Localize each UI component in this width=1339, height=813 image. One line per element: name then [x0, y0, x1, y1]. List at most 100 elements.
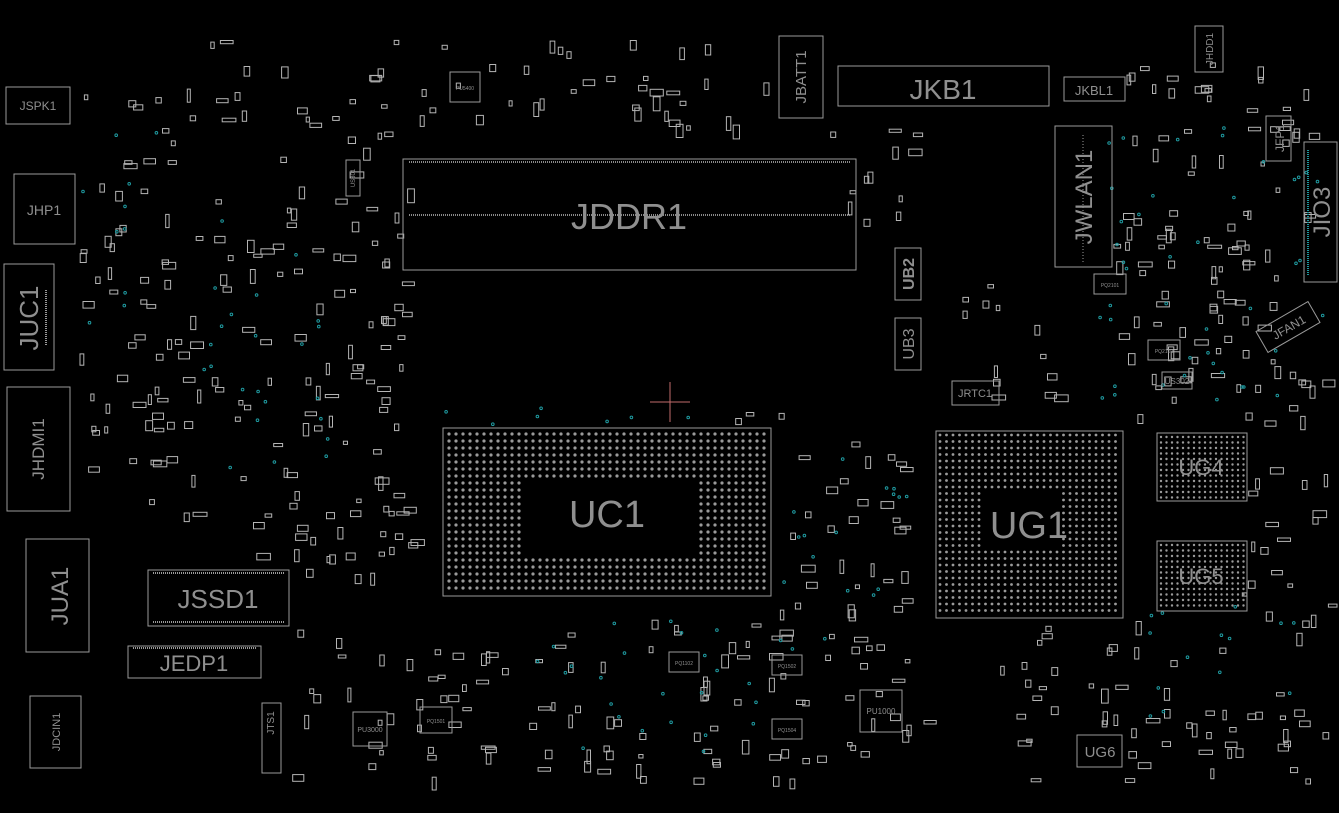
footprint: [380, 531, 387, 538]
jua1-outline[interactable]: [25, 538, 90, 653]
bga-pin: [1242, 441, 1245, 444]
footprint: [898, 195, 903, 203]
jkbl1-outline[interactable]: [1063, 76, 1126, 102]
jfp1-outline[interactable]: [1265, 115, 1292, 162]
bga-pin: [643, 565, 647, 569]
footprint: [529, 722, 538, 730]
bga-pin: [748, 586, 752, 590]
pu5400-outline[interactable]: [449, 71, 481, 103]
bga-pin: [1029, 459, 1033, 463]
bga-pin: [524, 572, 528, 576]
bga-pin: [629, 460, 633, 464]
bga-pin: [1081, 492, 1085, 495]
bga-pin: [727, 558, 731, 562]
bga-pin: [531, 453, 535, 457]
jddr1-outline[interactable]: [402, 158, 857, 271]
jts1-outline[interactable]: [261, 702, 282, 774]
juc1-outline[interactable]: [3, 263, 55, 371]
jio3-outline[interactable]: [1303, 141, 1338, 283]
jrtc1-outline[interactable]: [951, 380, 1000, 406]
footprint: [384, 258, 390, 268]
via: [202, 367, 206, 372]
footprint: [115, 190, 123, 202]
jfan1-outline[interactable]: [1255, 300, 1321, 354]
ug5-outline[interactable]: [1156, 540, 1248, 612]
footprint: [674, 624, 679, 633]
bga-pin: [713, 551, 717, 555]
jssd1-outline[interactable]: [147, 569, 290, 627]
bga-pin: [552, 586, 556, 590]
jspk1-outline[interactable]: [5, 86, 71, 125]
bga-pin: [1187, 452, 1190, 455]
us301-outline[interactable]: [345, 159, 361, 197]
footprint: [1287, 583, 1294, 588]
bga-pin: [720, 572, 724, 576]
footprint: [1236, 240, 1246, 247]
bga-pin: [580, 565, 584, 569]
pq2102-outline[interactable]: [1147, 339, 1181, 361]
bga-pin: [1075, 511, 1078, 515]
jhdd1-outline[interactable]: [1194, 25, 1224, 73]
bga-pin: [1055, 589, 1059, 593]
bga-pin: [1231, 554, 1234, 558]
ug4-outline[interactable]: [1156, 432, 1248, 502]
bga-pin: [461, 530, 465, 534]
bga-pin: [489, 509, 493, 513]
pu3000-outline[interactable]: [352, 711, 388, 747]
ug1-outline[interactable]: [935, 430, 1124, 619]
pq1502-outline[interactable]: [771, 654, 803, 676]
jbatt1-outline[interactable]: [778, 35, 824, 119]
bga-pin: [580, 467, 584, 471]
footprint: [1191, 155, 1197, 169]
bga-pin: [706, 516, 710, 520]
us302-outline[interactable]: [1161, 371, 1193, 390]
jdcin1-outline[interactable]: [29, 695, 82, 769]
bga-pin: [1016, 453, 1020, 456]
jhp1-outline[interactable]: [13, 173, 76, 245]
bga-pin: [503, 495, 507, 499]
pq1102-outline[interactable]: [668, 651, 700, 673]
bga-pin: [1181, 604, 1185, 607]
jedp1-outline[interactable]: [127, 645, 262, 679]
footprint: [286, 207, 292, 214]
bga-pin: [1192, 565, 1196, 569]
footprint: [779, 609, 785, 621]
jhdmi1-outline[interactable]: [6, 386, 71, 512]
pu1000-outline[interactable]: [859, 689, 903, 733]
bga-pin: [1187, 490, 1190, 494]
bga-pin: [1023, 563, 1026, 567]
bga-pin: [1159, 582, 1163, 585]
bga-pin: [1094, 544, 1098, 547]
bga-pin: [671, 565, 675, 569]
pq2101-outline[interactable]: [1093, 273, 1127, 295]
bga-pin: [685, 439, 689, 443]
ub3-outline[interactable]: [894, 317, 922, 371]
footprint: [1308, 132, 1321, 140]
jkb1-outline[interactable]: [837, 65, 1050, 107]
via: [1287, 691, 1292, 696]
jwlan1-outline[interactable]: [1054, 125, 1113, 268]
bga-pin: [1042, 472, 1046, 476]
pq1504-outline[interactable]: [771, 718, 803, 740]
bga-pin: [1016, 589, 1020, 593]
bga-pin: [685, 572, 689, 576]
via: [612, 621, 617, 626]
pq1501-outline[interactable]: [419, 706, 453, 734]
bga-pin: [496, 460, 500, 464]
footprint: [751, 623, 762, 628]
bga-pin: [1003, 466, 1007, 469]
via: [1113, 384, 1117, 389]
footprint: [109, 289, 119, 295]
footprint: [845, 695, 855, 701]
ub2-outline[interactable]: [894, 247, 922, 301]
uc1-outline[interactable]: [442, 427, 772, 597]
bga-pin: [964, 498, 968, 502]
bga-pin: [517, 530, 521, 534]
bga-pin: [1220, 543, 1223, 547]
ug6-outline[interactable]: [1076, 734, 1123, 768]
bga-pin: [1016, 576, 1020, 580]
footprint: [1161, 290, 1169, 300]
bga-pin: [608, 446, 612, 450]
footprint: [1204, 88, 1212, 93]
